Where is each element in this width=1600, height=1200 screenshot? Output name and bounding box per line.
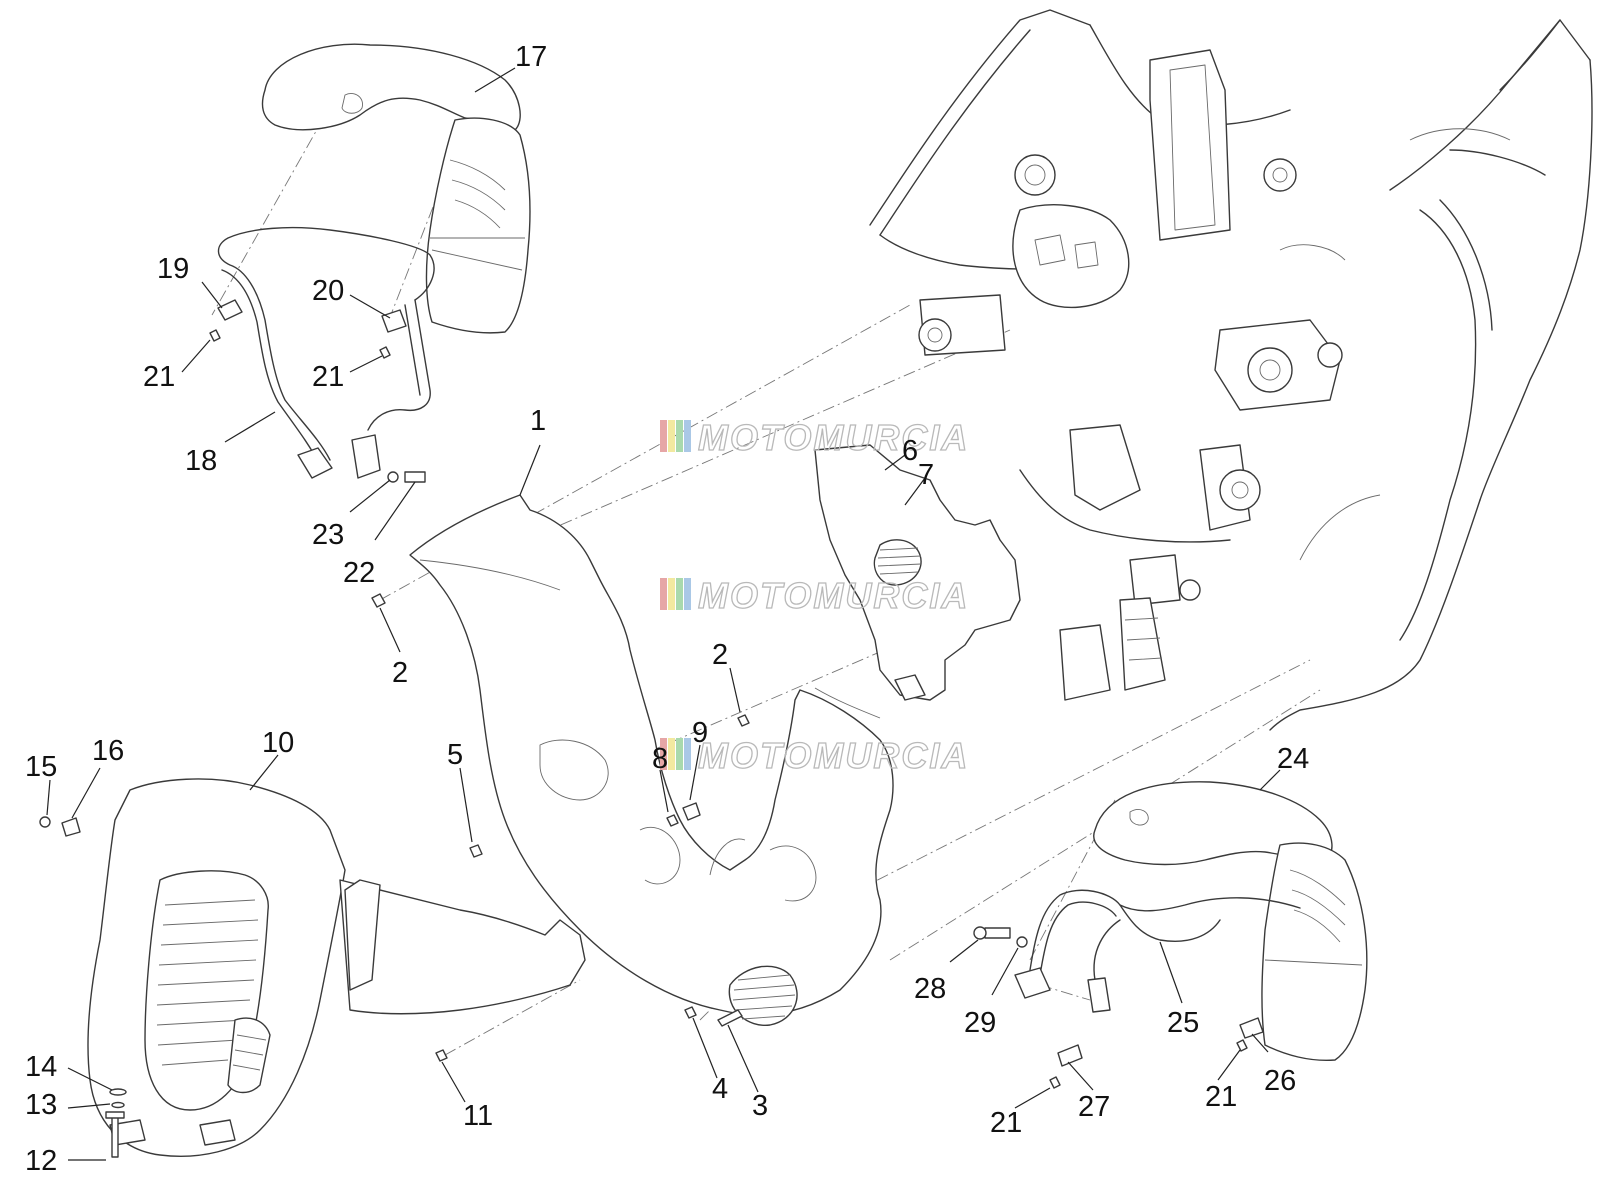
callout-28: 28 xyxy=(914,973,946,1005)
callout-17: 17 xyxy=(515,41,547,73)
callout-21: 21 xyxy=(143,361,175,393)
watermark-stripe xyxy=(660,578,667,610)
part-20-clip xyxy=(381,309,407,333)
part-18-tube xyxy=(217,226,435,479)
callout-2: 2 xyxy=(392,657,408,689)
callout-9: 9 xyxy=(692,717,708,749)
watermark-stripe xyxy=(668,738,675,770)
callout-24: 24 xyxy=(1277,743,1309,775)
watermark-stripe xyxy=(668,578,675,610)
watermark-stripe xyxy=(684,578,691,610)
callout-27: 27 xyxy=(1078,1091,1110,1123)
callout-2: 2 xyxy=(712,639,728,671)
scooter-frame xyxy=(869,9,1593,731)
part-24-shield xyxy=(1093,781,1368,1062)
watermark-text: MOTOMURCIA xyxy=(698,575,969,616)
callout-1: 1 xyxy=(530,405,546,437)
part-1-legshield xyxy=(409,494,894,1026)
callout-18: 18 xyxy=(185,445,217,477)
callout-25: 25 xyxy=(1167,1007,1199,1039)
callout-22: 22 xyxy=(343,557,375,589)
callout-12: 12 xyxy=(25,1145,57,1177)
callout-13: 13 xyxy=(25,1089,57,1121)
callout-4: 4 xyxy=(712,1073,728,1105)
part-25-tube xyxy=(1014,889,1301,1013)
callout-3: 3 xyxy=(752,1090,768,1122)
callout-23: 23 xyxy=(312,519,344,551)
callout-7: 7 xyxy=(918,459,934,491)
callout-19: 19 xyxy=(157,253,189,285)
watermark-text: MOTOMURCIA xyxy=(698,735,969,776)
callout-11: 11 xyxy=(463,1100,493,1132)
watermark-1: MOTOMURCIA xyxy=(660,416,969,459)
watermark-stripe xyxy=(676,578,683,610)
watermark-stripe xyxy=(668,420,675,452)
callout-21: 21 xyxy=(1205,1081,1237,1113)
watermark-3: MOTOMURCIA xyxy=(660,734,969,777)
watermark-stripe xyxy=(660,420,667,452)
callouts: 17 19 20 21 21 18 23 22 1 6 7 2 2 5 8 9 … xyxy=(25,41,1309,1177)
part-10-lower-cover xyxy=(87,778,586,1157)
watermark-text: MOTOMURCIA xyxy=(698,417,969,458)
callout-8: 8 xyxy=(652,743,668,775)
callout-16: 16 xyxy=(92,735,124,767)
small-hardware-center xyxy=(39,714,750,1158)
callout-26: 26 xyxy=(1264,1065,1296,1097)
callout-15: 15 xyxy=(25,751,57,783)
watermark-stripe xyxy=(684,738,691,770)
callout-29: 29 xyxy=(964,1007,996,1039)
callout-5: 5 xyxy=(447,739,463,771)
leader-lines xyxy=(46,67,1281,1161)
part-6-bracket xyxy=(814,444,1021,701)
callout-21: 21 xyxy=(312,361,344,393)
small-hardware-right xyxy=(973,926,1264,1089)
callout-10: 10 xyxy=(262,727,294,759)
watermark-stripe xyxy=(684,420,691,452)
screws-left xyxy=(209,329,426,608)
watermark-stripe xyxy=(660,738,667,770)
watermark-stripe xyxy=(676,420,683,452)
watermark-stripe xyxy=(676,738,683,770)
part-19-clip xyxy=(217,299,243,321)
callout-21: 21 xyxy=(990,1107,1022,1139)
part-17-shield xyxy=(261,43,531,334)
callout-14: 14 xyxy=(25,1051,57,1083)
callout-20: 20 xyxy=(312,275,344,307)
watermark-2: MOTOMURCIA xyxy=(660,574,969,617)
callout-6: 6 xyxy=(902,435,918,467)
